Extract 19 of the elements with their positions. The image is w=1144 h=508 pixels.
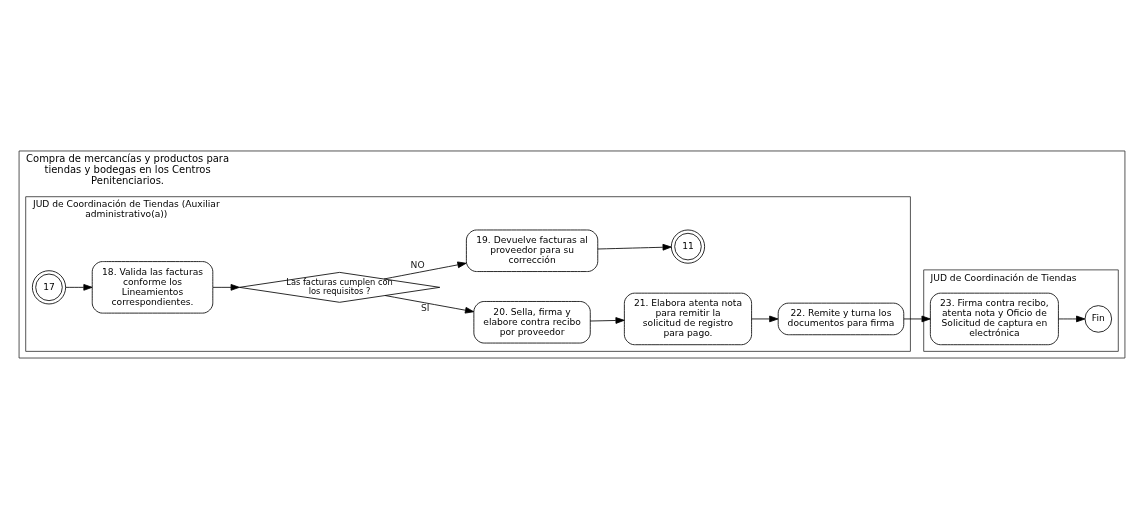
node-box: 21. Elabora atenta nota para remitir la solicitud de registro para pago.: [623, 292, 752, 345]
node-box: 18. Valida las facturas conforme los Lineamientos correspondientes.: [91, 260, 214, 314]
arrow: [383, 261, 467, 279]
node-diamond: Las facturas cumplen con los requisitos ?: [239, 271, 441, 303]
arrow: [751, 315, 779, 322]
arrow: [384, 294, 475, 314]
arrow: [597, 243, 672, 251]
node-box: 19. Devuelve facturas al proveedor para su corrección: [465, 229, 599, 272]
arrow: [589, 316, 625, 324]
arrow: [1058, 315, 1086, 322]
node-box: 20. Sella, firma y elabore contra recibo por proveedor: [473, 300, 591, 343]
node-box: 22. Remite y turna los documentos para firma: [777, 302, 905, 335]
edge-label: NO: [410, 259, 425, 270]
edge-label: SI: [421, 302, 430, 313]
node-circle: Fin: [1084, 304, 1113, 333]
arrow: [212, 283, 240, 291]
node-box: 23. Firma contra recibo, atenta nota y Oficio de Solicitud de captura en electrónica: [929, 292, 1059, 345]
arrow: [903, 315, 931, 322]
arrow: [65, 283, 93, 291]
